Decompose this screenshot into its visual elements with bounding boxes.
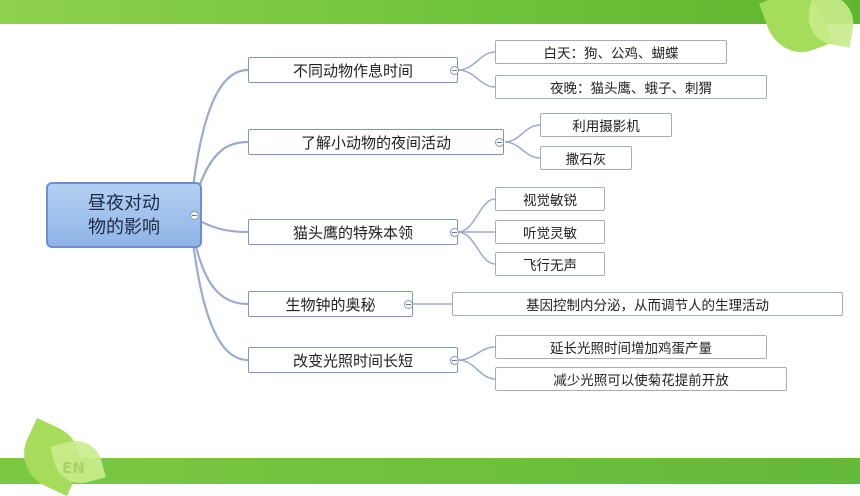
subtopic[interactable]: 视觉敏锐 [495,187,605,211]
subtopic-label: 撒石灰 [565,152,607,168]
connector-b2-c0 [457,198,496,233]
subtopic[interactable]: 延长光照时间增加鸡蛋产量 [495,335,767,359]
collapse-toggle-icon[interactable] [190,211,199,220]
subtopic[interactable]: 夜晚：猫头鹰、蛾子、刺猬 [495,75,767,99]
subtopic-label: 利用摄影机 [572,119,640,135]
bottom-green-bar [0,458,860,484]
subtopic-label: 夜晚：猫头鹰、蛾子、刺猬 [550,81,712,97]
subtopic-label: 听觉灵敏 [523,226,577,242]
collapse-toggle-icon[interactable] [450,356,459,365]
subtopic-label: 飞行无声 [523,258,577,274]
branch-topic-label: 改变光照时间长短 [292,351,413,370]
collapse-toggle-icon[interactable] [450,66,459,75]
collapse-toggle-icon[interactable] [495,138,504,147]
connector-b1-c1 [504,141,541,159]
collapse-toggle-icon[interactable] [450,228,459,237]
subtopic[interactable]: 撒石灰 [540,146,632,170]
subtopic[interactable]: 基因控制内分泌，从而调节人的生理活动 [452,292,843,316]
connector-root-b4 [188,214,249,362]
connector-root-b0 [188,68,249,216]
branch-topic-label: 生物钟的奥秘 [285,295,376,314]
subtopic-label: 基因控制内分泌，从而调节人的生理活动 [526,298,769,314]
subtopic[interactable]: 白天：狗、公鸡、蝴蝶 [495,40,727,64]
connector-b0-c1 [457,69,496,88]
branch-topic[interactable]: 改变光照时间长短 [248,347,458,373]
subtopic-label: 延长光照时间增加鸡蛋产量 [550,341,712,357]
subtopic[interactable]: 听觉灵敏 [495,220,605,244]
connector-b0-c0 [457,51,496,71]
subtopic[interactable]: 飞行无声 [495,252,605,276]
branch-topic[interactable]: 生物钟的奥秘 [248,291,413,317]
subtopic-label: 白天：狗、公鸡、蝴蝶 [543,46,679,62]
subtopic-label: 减少光照可以使菊花提前开放 [553,373,729,389]
subtopic[interactable]: 利用摄影机 [540,113,672,137]
footer-mark: EN [62,459,85,477]
subtopic-label: 视觉敏锐 [523,193,577,209]
branch-topic-label: 猫头鹰的特殊本领 [292,223,413,242]
root-topic-line: 昼夜对动 [88,193,160,214]
branch-topic[interactable]: 不同动物作息时间 [248,57,458,83]
root-topic-line: 物的影响 [88,217,160,238]
branch-topic[interactable]: 猫头鹰的特殊本领 [248,219,458,245]
branch-topic[interactable]: 了解小动物的夜间活动 [248,129,504,155]
connector-b4-c1 [457,359,496,380]
subtopic[interactable]: 减少光照可以使菊花提前开放 [495,367,787,391]
connector-b4-c0 [457,346,496,361]
connector-b2-c2 [457,231,496,265]
root-topic[interactable]: 昼夜对动 物的影响 [46,182,202,248]
collapse-toggle-icon[interactable] [404,300,413,309]
branch-topic-label: 了解小动物的夜间活动 [300,133,451,152]
branch-topic-label: 不同动物作息时间 [292,61,413,80]
top-green-bar [0,0,860,24]
connector-b1-c0 [504,124,541,143]
